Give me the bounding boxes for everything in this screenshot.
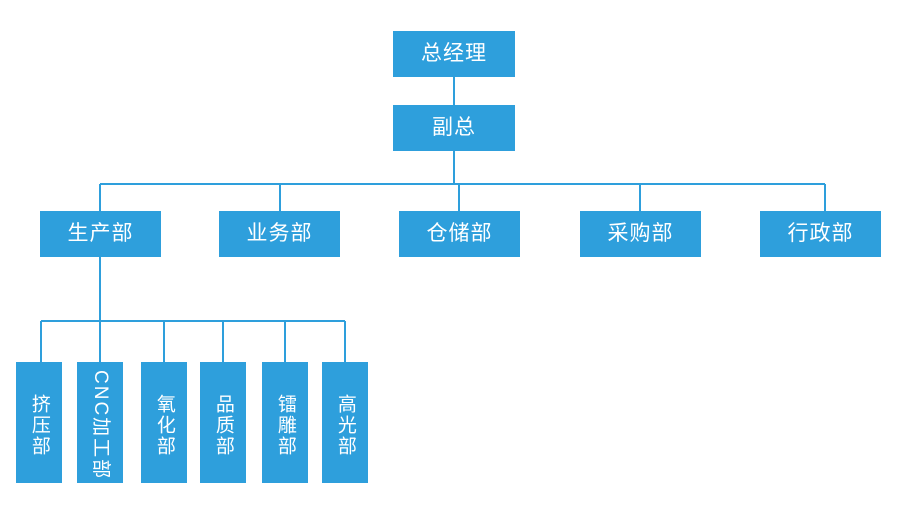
node-label: 总经理 xyxy=(421,41,487,65)
node-label: 品质部 xyxy=(212,394,234,457)
node-label: 氧化部 xyxy=(153,394,175,457)
node-general-manager[interactable]: 总经理 xyxy=(393,31,515,77)
node-administration[interactable]: 行政部 xyxy=(760,211,881,257)
node-label: 生产部 xyxy=(67,221,134,245)
node-purchasing[interactable]: 采购部 xyxy=(580,211,701,257)
node-anodizing[interactable]: 氧化部 xyxy=(141,362,187,483)
node-label: 镭雕部 xyxy=(274,394,296,457)
node-deputy-general-manager[interactable]: 副总 xyxy=(393,105,515,151)
node-extrusion[interactable]: 挤压部 xyxy=(16,362,62,483)
node-laser-engraving[interactable]: 镭雕部 xyxy=(262,362,308,483)
node-business[interactable]: 业务部 xyxy=(219,211,340,257)
node-label: CNC加工部 xyxy=(89,370,111,481)
node-label: 业务部 xyxy=(246,221,313,245)
node-polishing[interactable]: 高光部 xyxy=(322,362,368,483)
node-label: 采购部 xyxy=(607,221,674,245)
node-label: 挤压部 xyxy=(28,394,50,457)
node-label: 副总 xyxy=(432,115,476,139)
node-warehouse[interactable]: 仓储部 xyxy=(399,211,520,257)
node-label: 仓储部 xyxy=(426,221,493,245)
node-quality[interactable]: 品质部 xyxy=(200,362,246,483)
node-label: 行政部 xyxy=(787,221,854,245)
node-label: 高光部 xyxy=(334,394,356,457)
node-cnc-machining[interactable]: CNC加工部 xyxy=(77,362,123,483)
node-production[interactable]: 生产部 xyxy=(40,211,161,257)
